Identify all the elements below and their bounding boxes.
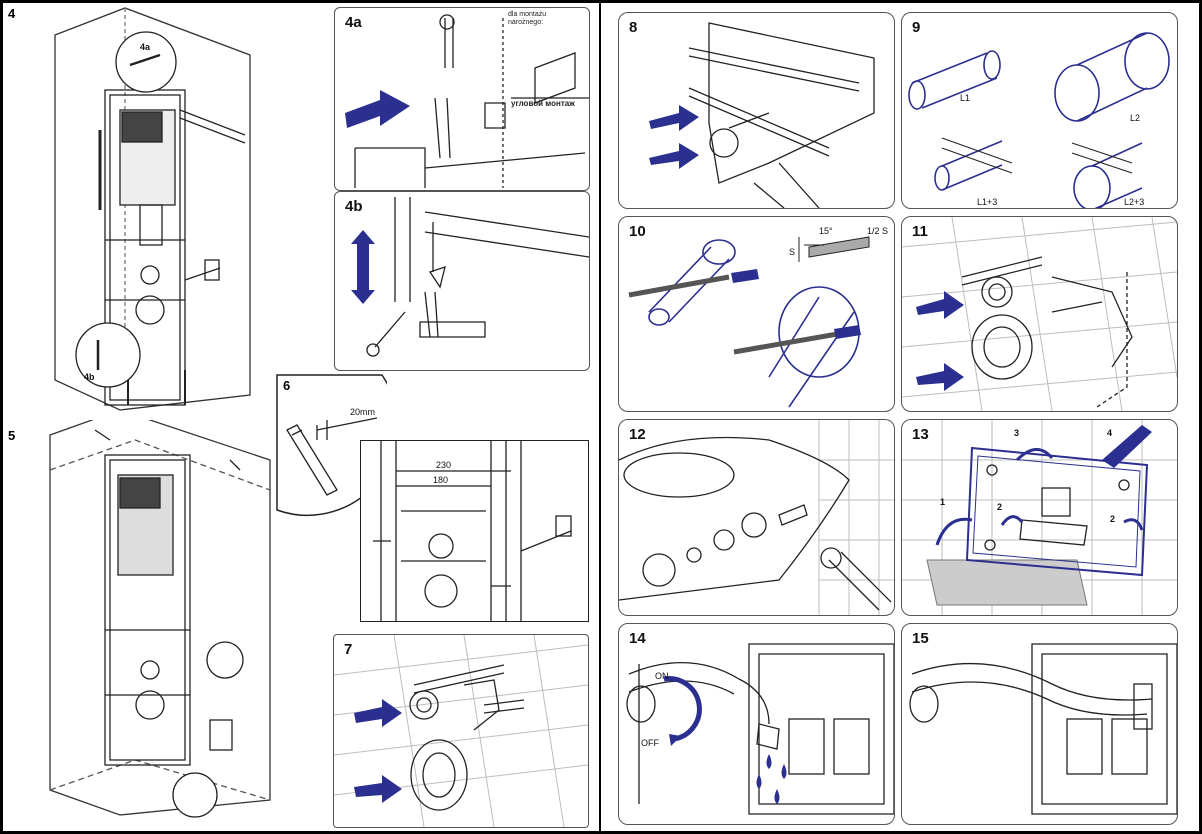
step-9-label: 9 — [912, 19, 921, 36]
angle-15: 15° — [819, 226, 833, 236]
dimension-l2: L2 — [1130, 113, 1140, 123]
sequence-4: 4 — [1107, 428, 1112, 438]
corner-mount-note-ru: угловой монтаж — [511, 99, 575, 108]
step-12-panel: 12 — [618, 419, 895, 616]
step-13-panel: 13 1 2 2 3 4 — [901, 419, 1178, 616]
step-7-panel: 7 — [333, 634, 589, 828]
corner-mount-note-pl: dla montażu narożnego: — [508, 11, 547, 26]
step-11-panel: 11 — [901, 216, 1178, 412]
callout-4a-label: 4a — [140, 42, 151, 52]
step-4a-label: 4a — [345, 14, 362, 31]
dimension-180: 180 — [433, 475, 448, 485]
sequence-3: 3 — [1014, 428, 1019, 438]
step-13-label: 13 — [912, 426, 929, 443]
step-15-panel: 15 — [901, 623, 1178, 825]
callout-4b-label: 4b — [84, 372, 95, 382]
dimension-20mm: 20mm — [350, 407, 375, 417]
step-14-panel: 14 ON OFF — [618, 623, 895, 825]
step-7-label: 7 — [344, 641, 353, 658]
step-4b-label: 4b — [345, 198, 363, 215]
step-5-frame-illustration — [49, 420, 271, 818]
step-14-label: 14 — [629, 630, 646, 647]
valve-on-label: ON — [655, 671, 669, 681]
step-10-panel: 10 S 15° 1/2 S — [618, 216, 895, 412]
step-10-label: 10 — [629, 223, 646, 240]
dimension-s: S — [789, 247, 795, 257]
dimension-l1-plus-3: L1+3 — [977, 197, 997, 207]
step-4-frame-illustration: 4a 4b — [54, 7, 251, 411]
dimension-l2-plus-3: L2+3 — [1124, 197, 1144, 207]
step-8-label: 8 — [629, 19, 638, 36]
step-4b-panel: 4b — [334, 191, 590, 371]
step-4-number: 4 — [8, 6, 16, 21]
step-9-panel: 9 L1 L2 L1+3 L2+3 — [901, 12, 1178, 209]
step-4a-panel: 4a dla montażu narożnego: угловой монтаж — [334, 7, 590, 191]
valve-off-label: OFF — [641, 738, 659, 748]
sequence-2b: 2 — [1110, 514, 1115, 524]
dimension-l1: L1 — [960, 93, 970, 103]
page-divider — [599, 0, 601, 834]
dimension-half-s: 1/2 S — [867, 226, 888, 236]
step-6-number: 6 — [283, 378, 291, 393]
sequence-2a: 2 — [997, 502, 1002, 512]
step-12-label: 12 — [629, 426, 646, 443]
dimension-230: 230 — [436, 460, 451, 470]
step-8-panel: 8 — [618, 12, 895, 209]
sequence-1: 1 — [940, 497, 945, 507]
step-5-number: 5 — [8, 428, 16, 443]
step-11-label: 11 — [912, 223, 928, 240]
frame-dimensions-panel: 230 180 — [360, 440, 589, 622]
step-15-label: 15 — [912, 630, 929, 647]
